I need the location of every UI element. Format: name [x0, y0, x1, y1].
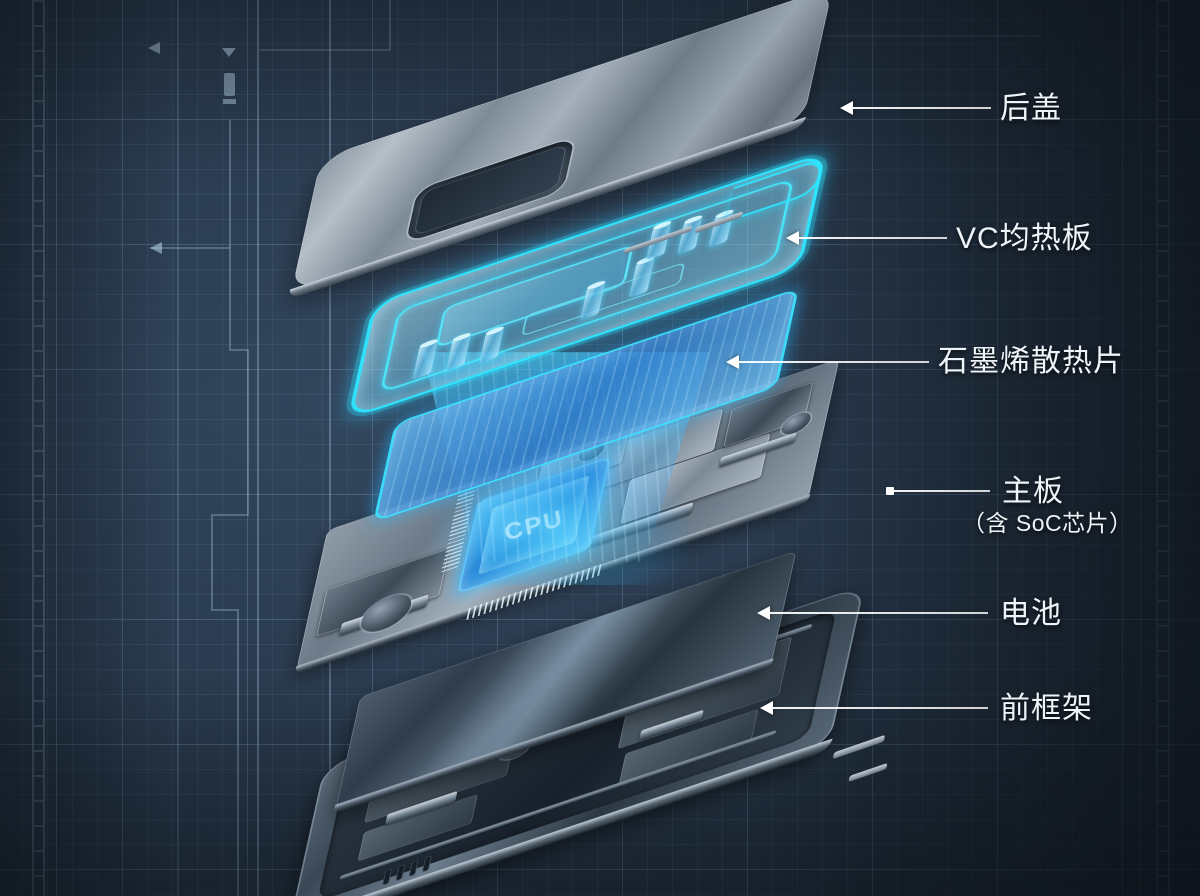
- callout-label-mainboard: 主板: [1002, 475, 1064, 508]
- leader-line-mainboard: [894, 490, 990, 492]
- callout-label-graphene: 石墨烯散热片: [938, 345, 1124, 378]
- callout-vc-plate: VC均热板: [956, 222, 1093, 256]
- leader-line-front-frame: [773, 707, 988, 709]
- callout-battery: 电池: [1000, 597, 1062, 631]
- callout-label-back-cover: 后盖: [1000, 92, 1062, 125]
- cover-volume-button: [623, 225, 693, 255]
- callout-mainboard: 主板 （含 SoC芯片）: [962, 475, 1133, 537]
- cover-side-button: [694, 211, 744, 234]
- leader-line-back-cover: [853, 107, 991, 109]
- leader-arrow-battery: [757, 606, 770, 620]
- leader-dot-mainboard: [886, 487, 894, 495]
- leader-arrow-front-frame: [760, 701, 773, 715]
- callout-sublabel-mainboard: （含 SoC芯片）: [962, 509, 1133, 536]
- leader-arrow-graphene: [726, 355, 739, 369]
- leader-line-vc-plate: [799, 237, 947, 239]
- callout-label-vc-plate: VC均热板: [956, 222, 1093, 255]
- leader-arrow-back-cover: [840, 101, 853, 115]
- callout-label-front-frame: 前框架: [1000, 692, 1093, 725]
- leader-arrow-vc-plate: [786, 231, 799, 245]
- callout-label-battery: 电池: [1000, 597, 1062, 630]
- callout-back-cover: 后盖: [1000, 92, 1062, 126]
- back-cover-part: [287, 0, 892, 300]
- leader-line-graphene: [739, 361, 929, 363]
- leader-line-battery: [770, 612, 988, 614]
- callout-front-frame: 前框架: [1000, 692, 1093, 726]
- callout-graphene: 石墨烯散热片: [938, 345, 1124, 379]
